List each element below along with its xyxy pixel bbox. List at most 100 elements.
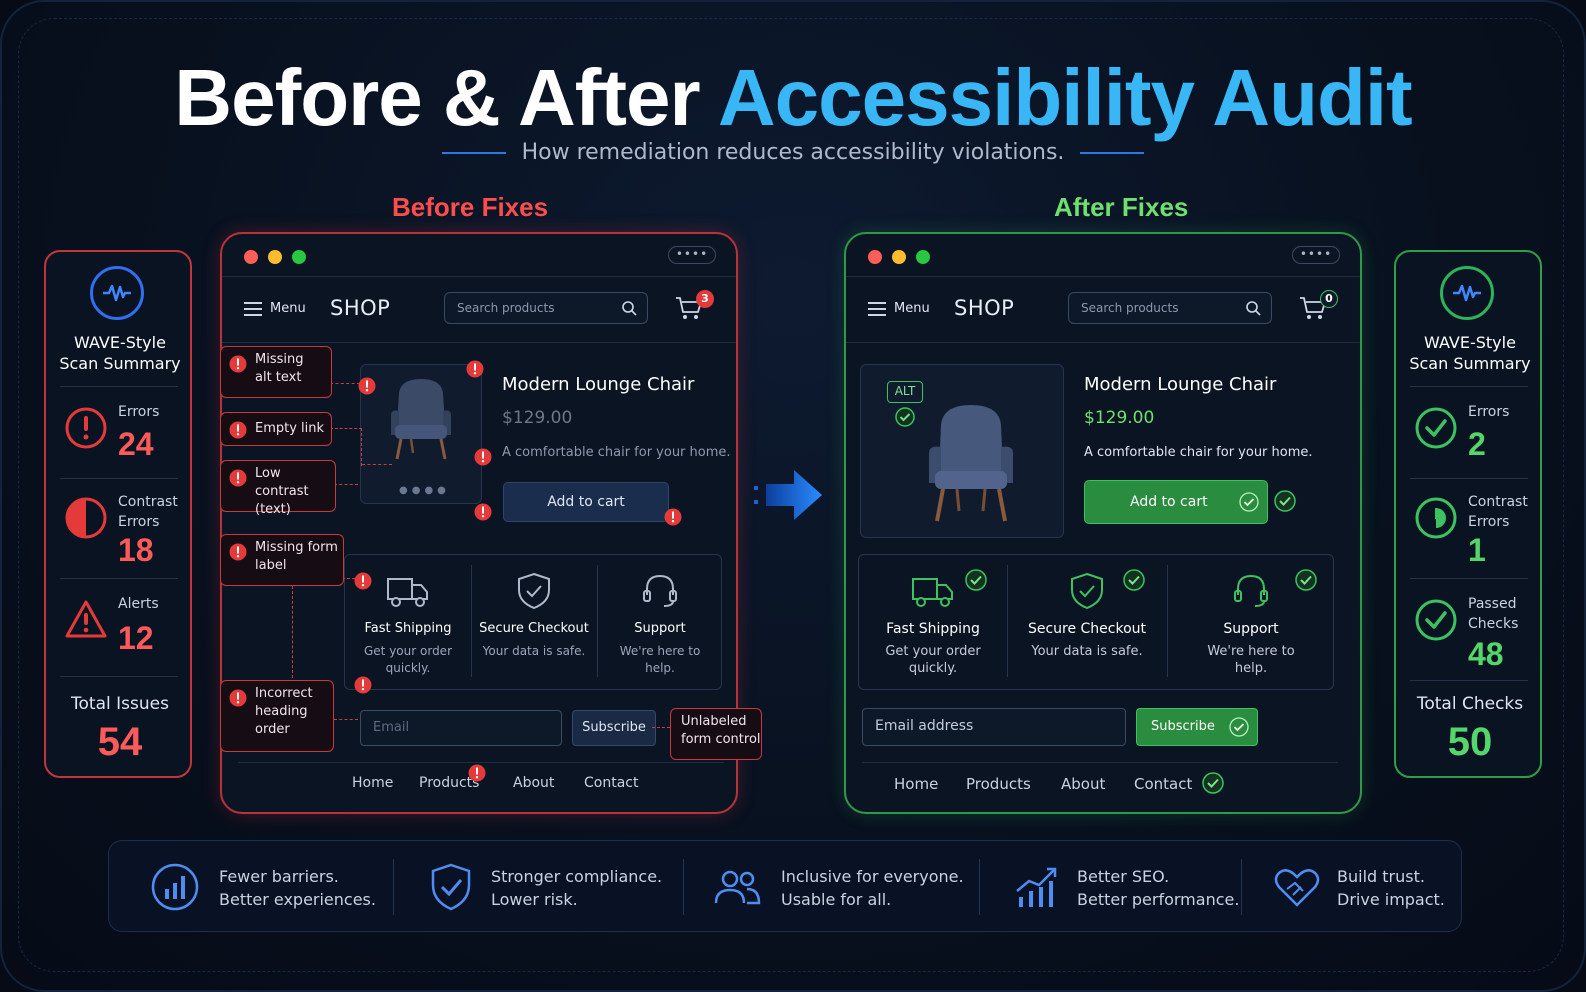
- divider: [1410, 578, 1528, 579]
- divider: [683, 859, 684, 915]
- close-dot[interactable]: [868, 250, 882, 264]
- product-image: ALT: [860, 364, 1064, 538]
- benefit-item: Better SEO.Better performance.: [1011, 841, 1245, 931]
- footer-link-products[interactable]: Products: [419, 775, 480, 791]
- page-title: Before & After Accessibility Audit: [0, 52, 1586, 144]
- divider: [1410, 386, 1528, 387]
- error-marker-icon: [229, 355, 247, 373]
- error-marker-icon: [229, 469, 247, 487]
- feature-shipping: Fast Shipping Get your order quickly.: [859, 555, 1007, 689]
- product-image: ●●●●: [360, 364, 482, 504]
- divider: [60, 676, 178, 677]
- decorative-border: [18, 18, 1564, 972]
- error-marker-icon: [474, 503, 492, 521]
- features-panel: Fast Shipping Get your order quickly. Se…: [344, 554, 722, 690]
- footer-link-home[interactable]: Home: [894, 775, 939, 793]
- error-marker-icon: [354, 572, 372, 590]
- divider: [1007, 565, 1008, 677]
- search-icon[interactable]: [1245, 300, 1261, 316]
- footer-link-contact[interactable]: Contact: [584, 775, 639, 791]
- subscribe-button[interactable]: Subscribe: [1136, 708, 1258, 746]
- shield-check-icon: [518, 572, 550, 610]
- connector: [334, 484, 358, 485]
- email-input[interactable]: Email: [360, 710, 562, 746]
- maximize-dot[interactable]: [292, 250, 306, 264]
- connector: [292, 586, 293, 678]
- alt-badge: ALT: [887, 381, 923, 403]
- maximize-dot[interactable]: [916, 250, 930, 264]
- divider: [1241, 859, 1242, 915]
- footer-link-about[interactable]: About: [513, 775, 555, 791]
- divider: [862, 762, 1338, 763]
- hamburger-icon[interactable]: [244, 302, 262, 316]
- subscribe-button[interactable]: Subscribe: [572, 710, 656, 746]
- total-label: Total Checks: [1416, 694, 1524, 714]
- more-options-button[interactable]: ••••: [668, 246, 716, 264]
- error-circle-icon: [65, 407, 107, 449]
- error-marker-icon: [358, 377, 376, 395]
- feature-shipping: Fast Shipping Get your order quickly.: [345, 555, 471, 689]
- connector: [362, 464, 392, 465]
- divider: [1410, 680, 1528, 681]
- check-circle-icon: [965, 569, 987, 591]
- contrast-icon: [1415, 497, 1457, 539]
- product-name: Modern Lounge Chair: [1084, 374, 1277, 395]
- footer-link-about[interactable]: About: [1061, 775, 1106, 793]
- error-marker-icon: [229, 543, 247, 561]
- menu-label[interactable]: Menu: [894, 301, 930, 316]
- subtitle-text: How remediation reduces accessibility vi…: [521, 140, 1065, 165]
- search-input[interactable]: Search products: [1068, 292, 1272, 324]
- shop-logo[interactable]: SHOP: [330, 296, 391, 320]
- add-to-cart-button[interactable]: Add to cart: [503, 482, 669, 522]
- divider: [441, 152, 506, 154]
- page-subtitle: How remediation reduces accessibility vi…: [0, 140, 1586, 165]
- divider: [238, 762, 724, 763]
- feature-checkout: Secure Checkout Your data is safe.: [1007, 555, 1167, 689]
- divider: [60, 578, 178, 579]
- footer-link-home[interactable]: Home: [352, 775, 394, 791]
- footer-link-contact[interactable]: Contact: [1134, 775, 1193, 793]
- after-section-title: After Fixes: [1054, 192, 1189, 222]
- before-section-title: Before Fixes: [392, 192, 549, 222]
- benefit-item: Fewer barriers.Better experiences.: [149, 841, 389, 931]
- divider: [393, 859, 394, 915]
- minimize-dot[interactable]: [892, 250, 906, 264]
- chair-image: [391, 379, 451, 460]
- contrast-icon: [65, 497, 107, 539]
- hamburger-icon[interactable]: [868, 302, 886, 316]
- carousel-dots[interactable]: ●●●●: [399, 485, 450, 496]
- add-to-cart-button[interactable]: Add to cart: [1084, 480, 1268, 524]
- shop-logo[interactable]: SHOP: [954, 296, 1015, 320]
- email-input[interactable]: Email address: [862, 708, 1126, 746]
- total-value: 54: [97, 720, 143, 764]
- more-options-button[interactable]: ••••: [1292, 246, 1340, 264]
- summary-row-alerts: Alerts 12: [60, 594, 178, 664]
- connector: [330, 383, 360, 384]
- before-browser-window: •••• Menu SHOP Search products 3 ●●●● Mo…: [220, 232, 738, 814]
- search-input[interactable]: Search products: [444, 292, 648, 324]
- feature-support: Support We're here to help.: [1167, 555, 1335, 689]
- product-price: $129.00: [502, 408, 573, 428]
- divider: [471, 565, 472, 677]
- search-icon[interactable]: [621, 300, 637, 316]
- minimize-dot[interactable]: [268, 250, 282, 264]
- site-nav: Menu SHOP Search products 3: [222, 276, 736, 340]
- error-marker-icon: [474, 448, 492, 466]
- total-label: Total Issues: [71, 694, 169, 714]
- close-dot[interactable]: [244, 250, 258, 264]
- divider: [1167, 565, 1168, 677]
- callout-empty-link: Empty link: [220, 412, 332, 446]
- footer-link-products[interactable]: Products: [966, 775, 1031, 793]
- menu-label[interactable]: Menu: [270, 301, 306, 316]
- growth-chart-icon: [1016, 867, 1057, 907]
- product-description: A comfortable chair for your home.: [502, 445, 731, 460]
- check-circle-icon: [1123, 569, 1145, 591]
- error-marker-icon: [229, 421, 247, 439]
- connector: [330, 428, 362, 466]
